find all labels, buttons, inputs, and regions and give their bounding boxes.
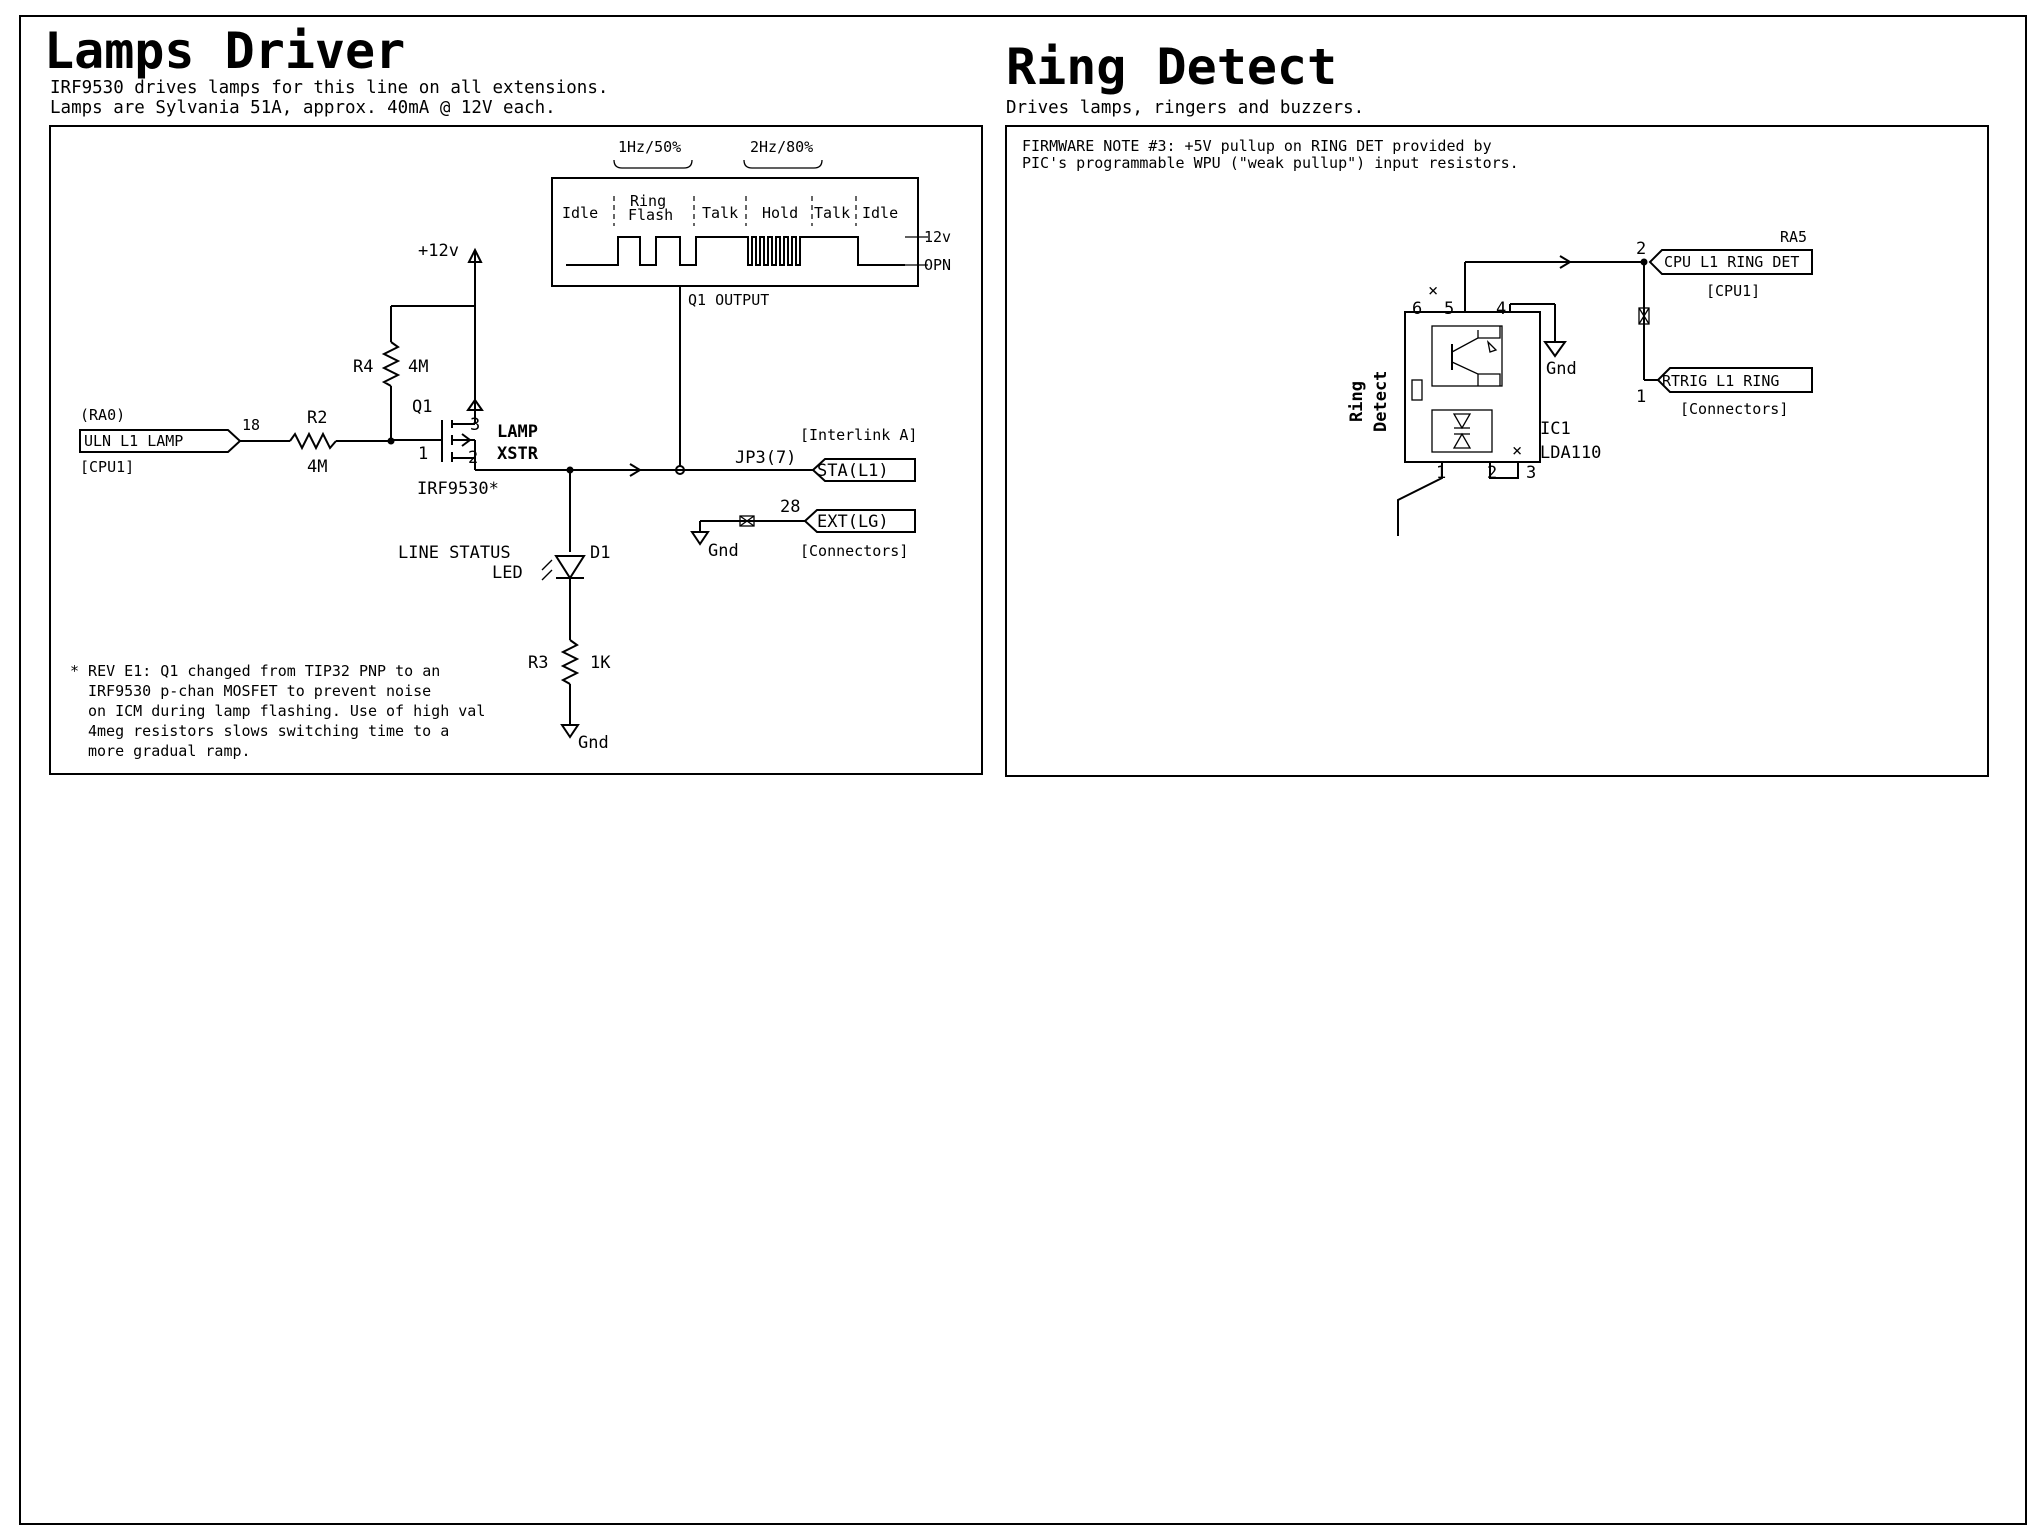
ic1-p5: 5 xyxy=(1444,299,1454,319)
sta-l1-text: STA(L1) xyxy=(817,461,889,481)
lamps-12v-label: +12v xyxy=(418,241,459,261)
ic1-p4: 4 xyxy=(1496,299,1506,319)
lamps-gnd-2: Gnd xyxy=(578,733,609,753)
ring-gnd: Gnd xyxy=(1546,359,1577,379)
pin18: 18 xyxy=(242,416,260,434)
lamps-cpu1: [CPU1] xyxy=(80,458,134,476)
lamps-subtitle-2: Lamps are Sylvania 51A, approx. 40mA @ 1… xyxy=(50,98,556,118)
lamps-title: Lamps Driver xyxy=(44,22,405,80)
xstr-label: XSTR xyxy=(497,444,539,464)
rtrig-pin1: 1 xyxy=(1636,387,1646,407)
rev-note-4: 4meg resistors slows switching time to a xyxy=(88,722,449,740)
waveform-trace xyxy=(566,236,905,266)
wave-ring: Ring xyxy=(630,192,666,210)
ring-connectors-a: [Connectors] xyxy=(1680,400,1788,418)
ra0-label: (RA0) xyxy=(80,406,125,424)
r2-label: R2 xyxy=(307,408,327,428)
ring-title: Ring Detect xyxy=(1006,38,1337,96)
wave-talk-1: Talk xyxy=(702,204,738,222)
q1-mosfet-symbol xyxy=(391,398,484,470)
firmware-note-2: PIC's programmable WPU ("weak pullup") i… xyxy=(1022,154,1519,172)
ic1-p2: 2 xyxy=(1487,463,1497,483)
q1-output-label: Q1 OUTPUT xyxy=(688,291,769,309)
lamps-connectors: [Connectors] xyxy=(800,542,908,560)
firmware-note-1: FIRMWARE NOTE #3: +5V pullup on RING DET… xyxy=(1022,137,1492,155)
wave-hold: Hold xyxy=(762,204,798,222)
r2-value: 4M xyxy=(307,457,327,477)
jp3-7: JP3(7) xyxy=(735,448,796,468)
uln-lamp-port xyxy=(79,429,242,453)
ext-lg-port xyxy=(803,509,916,533)
rev-note-2: IRF9530 p-chan MOSFET to prevent noise xyxy=(88,682,431,700)
r2-resistor xyxy=(289,431,337,451)
ring-detect-vertical-label: Ring Detect xyxy=(1347,371,1391,432)
r3-resistor xyxy=(560,639,580,685)
waveform-hz1: 1Hz/50% xyxy=(618,138,681,156)
q1-pin2: 2 xyxy=(468,448,478,468)
ic1-lda: LDA110 xyxy=(1540,443,1601,463)
wave-talk-2: Talk xyxy=(814,204,850,222)
ring-subtitle: Drives lamps, ringers and buzzers. xyxy=(1006,98,1364,118)
lamps-subtitle-1: IRF9530 drives lamps for this line on al… xyxy=(50,78,608,98)
d1-label: D1 xyxy=(590,543,610,563)
uln-lamp-text: ULN L1 LAMP xyxy=(84,432,183,450)
waveform-box xyxy=(551,177,919,287)
rtrig-text: RTRIG L1 RING xyxy=(1662,372,1779,390)
irf9530-label: IRF9530* xyxy=(417,479,499,499)
d1-led-symbol xyxy=(541,555,586,581)
rev-note-3: on ICM during lamp flashing. Use of high… xyxy=(88,702,485,720)
ic1-p6: 6 xyxy=(1412,299,1422,319)
ic1-p3: 3 xyxy=(1526,463,1536,483)
ic1-label: IC1 xyxy=(1540,419,1571,439)
lamps-driver-section: Lamps Driver IRF9530 drives lamps for th… xyxy=(44,22,983,775)
sheet-border xyxy=(19,15,2027,1525)
rev-note-1: * REV E1: Q1 changed from TIP32 PNP to a… xyxy=(70,662,440,680)
lamps-interlink: [Interlink A] xyxy=(800,426,917,444)
ic1-nc-x: × xyxy=(1428,281,1438,301)
lamps-frame xyxy=(49,125,983,775)
r4-label: R4 xyxy=(353,357,373,377)
wave-idle-2: Idle xyxy=(862,204,898,222)
pin28: 28 xyxy=(780,497,800,517)
q1-label: Q1 xyxy=(412,397,432,417)
rev-note-5: more gradual ramp. xyxy=(88,742,251,760)
line-status-label: LINE STATUS xyxy=(398,543,511,563)
wave-flash: Flash xyxy=(628,206,673,224)
ring-frame xyxy=(1005,125,1989,777)
ra5-label: RA5 xyxy=(1780,228,1807,246)
led-label: LED xyxy=(492,563,523,583)
r3-label: R3 xyxy=(528,653,548,673)
cpu-ring-det-port xyxy=(1648,249,1813,275)
svg-text:Detect: Detect xyxy=(1371,371,1391,432)
svg-text:Ring: Ring xyxy=(1347,381,1367,422)
ring-cpu1: [CPU1] xyxy=(1706,282,1760,300)
rtrig-port xyxy=(1656,367,1813,393)
ext-lg-text: EXT(LG) xyxy=(817,512,889,532)
r4-resistor xyxy=(381,341,401,387)
q1-pin3: 3 xyxy=(470,415,480,435)
ring-detect-section: Ring Detect Drives lamps, ringers and bu… xyxy=(1005,38,1989,777)
sta-l1-port xyxy=(811,458,916,482)
ic1-package xyxy=(1404,311,1541,463)
q1-pin1: 1 xyxy=(418,444,428,464)
lamps-gnd-1: Gnd xyxy=(708,541,739,561)
ic1-nc-x2: × xyxy=(1512,441,1522,461)
wave-opn: OPN xyxy=(924,256,951,274)
waveform-hz2: 2Hz/80% xyxy=(750,138,813,156)
wave-12v: 12v xyxy=(924,228,951,246)
wave-idle-1: Idle xyxy=(562,204,598,222)
cpu-ring-det-text: CPU L1 RING DET xyxy=(1664,253,1799,271)
lamp-label: LAMP xyxy=(497,422,538,442)
r3-value: 1K xyxy=(590,653,611,673)
ra5-pin2: 2 xyxy=(1636,239,1646,259)
r4-value: 4M xyxy=(408,357,428,377)
